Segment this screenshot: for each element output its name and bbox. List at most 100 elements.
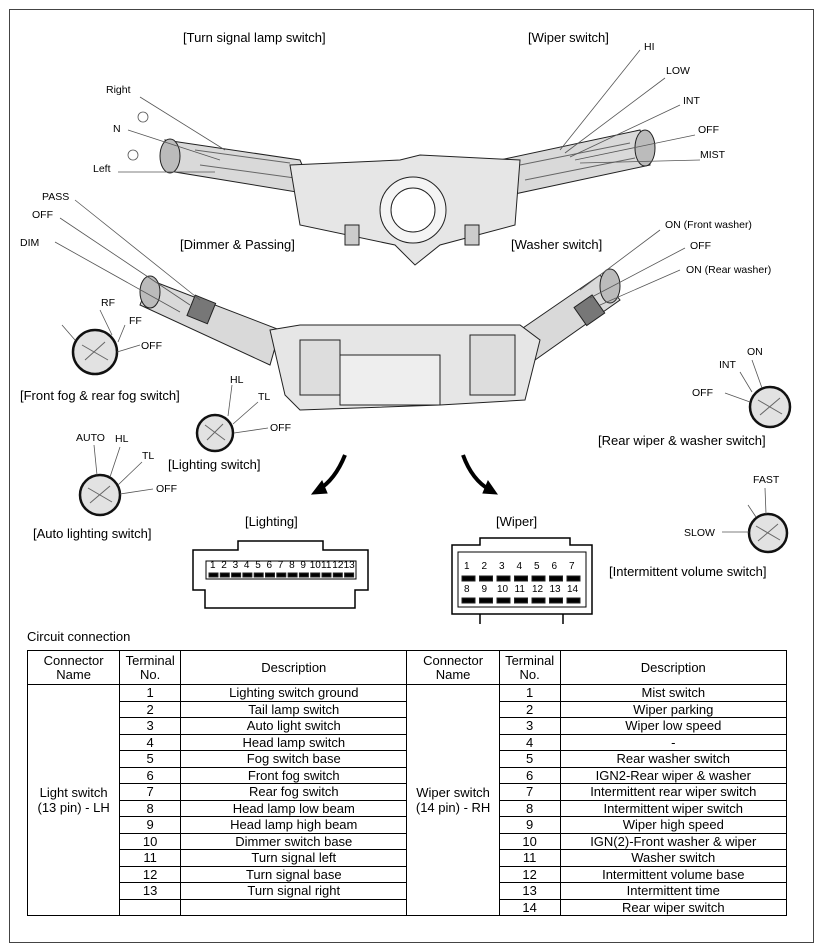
light-description: Lighting switch ground [180, 684, 408, 702]
arrow-to-lighting-icon [310, 454, 347, 495]
table-header-row: Connector Name Terminal No. Description … [26, 650, 788, 685]
lighting-pin-bar [344, 572, 355, 578]
wiper-pin-bar [461, 597, 476, 604]
lighting-pin-bar [253, 572, 264, 578]
lighting-pin-label: 1 [210, 560, 216, 571]
lower-switch-body-icon [269, 324, 541, 411]
light-terminal: 5 [119, 750, 182, 768]
light-description: Dimmer switch base [180, 832, 408, 850]
light-description: Turn signal left [180, 849, 408, 867]
light-terminal: 3 [119, 717, 182, 735]
wiper-stalk-icon [499, 129, 656, 196]
wiper-pin-label: 2 [481, 561, 488, 572]
wiper-pin-label: 4 [516, 561, 523, 572]
light-description: Head lamp high beam [180, 816, 408, 834]
wiper-description: Mist switch [559, 684, 788, 702]
header-terminal: Terminal No. [119, 650, 182, 685]
light-terminal: 2 [119, 700, 182, 718]
lighting-pin-label: 8 [289, 560, 295, 571]
wiper-description: Wiper low speed [559, 717, 788, 735]
header-connector-2: Connector Name [406, 650, 500, 685]
washer-pos-off: OFF [690, 240, 711, 252]
lighting-knob-icon [195, 384, 269, 453]
light-terminal: 13 [119, 882, 182, 900]
light-description: Rear fog switch [180, 783, 408, 801]
light-terminal: 10 [119, 832, 182, 850]
wiper-connector-name: Wiper switch (14 pin) - RH [406, 684, 500, 916]
lighting-pin-bar [332, 572, 343, 578]
wiper-pin-bar [514, 575, 528, 582]
light-terminal: 6 [119, 766, 182, 784]
wiper-description: Wiper parking [559, 700, 788, 718]
light-description: Front fog switch [180, 766, 408, 784]
wiper-pin-bar [531, 597, 546, 604]
header-description-2: Description [559, 650, 788, 685]
wiper-terminal: 12 [498, 865, 561, 883]
dimmer-label: [Dimmer & Passing] [180, 237, 295, 252]
light-description: Auto light switch [180, 717, 408, 735]
wiper-terminal: 8 [498, 799, 561, 817]
dimmer-indicator-lines [54, 199, 201, 313]
rear-pos-on: ON [747, 346, 763, 358]
lighting-switch-label: [Lighting switch] [168, 457, 261, 472]
lighting-pin-bar [321, 572, 332, 578]
turn-pos-left: Left [93, 163, 111, 175]
lighting-pin-bar [287, 572, 298, 578]
lighting-connector-label: [Lighting] [245, 514, 298, 529]
wiper-description: Intermittent time [559, 882, 788, 900]
lighting-pin-bar [310, 572, 321, 578]
fog-knob-icon [61, 309, 141, 376]
wiper-pin-bar [461, 575, 476, 582]
volume-knob-icon [722, 487, 789, 554]
volume-pos-slow: SLOW [684, 527, 715, 539]
header-terminal-2: Terminal No. [498, 650, 561, 685]
fog-pos-rf: RF [101, 297, 115, 309]
circuit-connection-title: Circuit connection [27, 629, 131, 644]
wiper-pin-bar [496, 575, 511, 582]
light-description: Head lamp low beam [180, 799, 408, 817]
wiper-pin-label: 7 [569, 561, 575, 572]
light-terminal: 8 [119, 799, 182, 817]
wiper-pin-label: 6 [551, 561, 558, 572]
header-description: Description [180, 650, 408, 685]
dimmer-stalk-icon [139, 275, 281, 366]
diagram-drawing [54, 49, 792, 624]
fog-pos-ff: FF [129, 315, 142, 327]
washer-indicator-lines [579, 229, 686, 306]
light-description: Tail lamp switch [180, 700, 408, 718]
washer-pos-rear: ON (Rear washer) [686, 264, 772, 276]
wiper-description: IGN2-Rear wiper & washer [559, 766, 788, 784]
lighting-pin-label: 6 [266, 560, 273, 571]
wiper-terminal: 9 [498, 816, 561, 834]
wiper-pin-bar [566, 597, 581, 604]
wiper-description: Rear wiper switch [559, 898, 788, 916]
lighting-pin-label: 3 [232, 560, 239, 571]
wiper-pin-bar [479, 575, 493, 582]
wiper-terminal: 2 [498, 700, 561, 718]
washer-label: [Washer switch] [511, 237, 603, 252]
wiper-pos-low: LOW [666, 65, 690, 77]
wiper-pin-label: 5 [534, 561, 540, 572]
wiper-connector-label: [Wiper] [496, 514, 538, 529]
wiper-pin-label: 1 [464, 561, 470, 572]
lighting-pin-bar [265, 572, 275, 578]
wiper-terminal: 10 [498, 832, 561, 850]
light-terminal: 12 [119, 865, 182, 883]
wiper-terminal: 7 [498, 783, 561, 801]
wiper-description: Intermittent volume base [559, 865, 788, 883]
lighting-pin-label: 5 [255, 560, 261, 571]
wiper-description: Rear washer switch [559, 750, 788, 768]
lighting-pin-bar [231, 572, 242, 578]
wiper-description: Wiper high speed [559, 816, 788, 834]
rear-pos-off: OFF [692, 387, 713, 399]
wiper-pin-bar [549, 575, 563, 582]
volume-pos-fast: FAST [753, 474, 780, 486]
light-terminal: 7 [119, 783, 182, 801]
lighting-pin-label: 10 [309, 560, 321, 571]
